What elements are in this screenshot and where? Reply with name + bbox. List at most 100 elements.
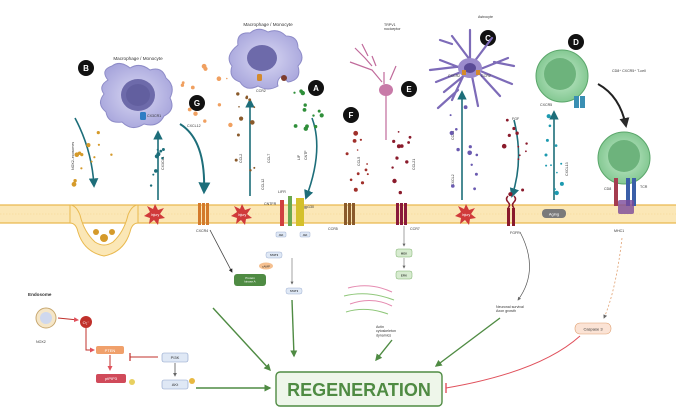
ligand-label: CCL21 xyxy=(412,159,416,170)
ligand-dot xyxy=(77,151,82,155)
injury-label: Injury xyxy=(462,213,471,217)
ligand-dot xyxy=(463,105,468,110)
nox2-label: NOX2 xyxy=(36,340,46,344)
svg-text:CCR5: CCR5 xyxy=(328,227,338,231)
ligand-dot xyxy=(545,138,549,142)
ligand-dot xyxy=(554,188,556,190)
ligand-dot xyxy=(456,147,460,152)
ligand-dot xyxy=(157,137,161,140)
tcell-lower: CD8 TCR MHC1 xyxy=(597,83,651,233)
ligand-dot xyxy=(156,148,159,151)
ligand-dot xyxy=(312,114,315,117)
ligand-dot xyxy=(455,128,458,131)
injury-star: Injury xyxy=(455,204,476,225)
ligand-dot xyxy=(366,163,368,165)
ligand-dot xyxy=(545,164,548,167)
ligand-dot xyxy=(559,181,564,186)
ligand-dot xyxy=(398,190,402,195)
regeneration-arrows xyxy=(196,299,581,393)
ligand-dot xyxy=(86,143,91,148)
svg-text:LIFR: LIFR xyxy=(278,190,286,194)
cxcr4-receptor: CXCR4 xyxy=(196,203,209,233)
receptor-label: CCR2 xyxy=(256,89,266,93)
svg-text:JAK: JAK xyxy=(303,233,308,237)
ligand-dot xyxy=(97,143,100,146)
ligand-dot xyxy=(356,149,359,151)
ligand-dot xyxy=(408,135,412,139)
ligand-label: CCL3 xyxy=(451,131,455,140)
svg-text:ERK: ERK xyxy=(401,274,407,278)
ligand-dot xyxy=(392,139,396,143)
ligand-dots xyxy=(71,63,564,197)
ligand-labels: NOX2–exosomes CX3CL1 CXCL12 CCL2 CCL7 CC… xyxy=(71,117,569,190)
ligand-label: CX3CL1 xyxy=(161,156,165,170)
panel-letters: B G A F E C D xyxy=(78,30,584,123)
ligand-dot xyxy=(396,144,401,149)
ligand-dot xyxy=(159,149,163,153)
ligand-dot xyxy=(397,131,400,133)
ligand-dot xyxy=(474,172,478,176)
ligand-dot xyxy=(71,181,77,187)
ligand-dot xyxy=(473,187,476,191)
regeneration-label: REGENERATION xyxy=(287,380,431,400)
membrane-receptors: CXCR4 CNTFR LIFR gp130 CCR5 CCR7 FGFR xyxy=(196,190,520,235)
tcell-top: CXCR5 CD8⁺ CXCR5⁺ T-cell xyxy=(535,49,646,108)
injury-star: Injury xyxy=(144,204,165,225)
ligand-label: LIF xyxy=(297,154,301,160)
ligand-dot xyxy=(501,143,507,149)
ligand-dot xyxy=(405,160,409,164)
ligand-dot xyxy=(193,111,198,116)
ligand-dot xyxy=(149,184,153,187)
ligand-dot xyxy=(217,103,222,107)
ligand-dot xyxy=(508,192,513,197)
ligand-dot xyxy=(517,145,520,148)
panel-label: G xyxy=(194,99,200,108)
ligand-label: CCL7 xyxy=(267,154,271,163)
svg-text:FGFR: FGFR xyxy=(510,231,520,235)
ligand-dot xyxy=(395,156,398,159)
ligand-dot xyxy=(554,144,558,147)
ligand-dot xyxy=(226,77,228,80)
receptor-label: TCR xyxy=(640,185,648,189)
ligand-dot xyxy=(550,164,552,167)
ccr7-receptor: CCR7 xyxy=(396,203,420,231)
ligand-dot xyxy=(303,103,307,107)
cell-membrane xyxy=(0,204,676,257)
panel-label: C xyxy=(485,34,491,43)
ligand-label: NOX2–exosomes xyxy=(71,142,75,170)
ligand-dot xyxy=(190,85,195,90)
akt-box: AKt xyxy=(172,382,179,387)
ligand-dot xyxy=(407,141,410,144)
ligand-dot xyxy=(359,138,362,141)
ligand-label: CXCL2 xyxy=(451,174,455,186)
pi3k-box: PI3K xyxy=(171,355,180,360)
ligand-dot xyxy=(161,148,165,151)
fgfr-receptor: FGFR xyxy=(505,195,520,235)
ligand-dot xyxy=(468,145,472,149)
receptor-label: CXCR2 xyxy=(448,74,460,78)
ligand-dot xyxy=(228,122,233,128)
panel-label: B xyxy=(83,64,89,73)
ligand-dot xyxy=(521,188,525,192)
actin-filaments xyxy=(343,285,395,315)
ligand-dot xyxy=(353,130,359,136)
ligand-dot xyxy=(236,92,240,96)
ligand-dot xyxy=(180,83,185,87)
ligand-dot xyxy=(451,184,455,188)
ligand-dot xyxy=(253,106,256,109)
panel-label: A xyxy=(313,84,319,93)
ligand-dot xyxy=(515,131,519,135)
ligand-label: CCL5 xyxy=(357,157,361,166)
svg-text:STAT3: STAT3 xyxy=(270,253,279,257)
ligand-dot xyxy=(236,133,240,137)
ligand-dot xyxy=(80,167,83,170)
ligand-dot xyxy=(154,169,158,173)
ligand-dot xyxy=(96,131,100,135)
ligand-dot xyxy=(525,142,528,145)
ligand-dot xyxy=(391,166,394,169)
injury-label: Injury xyxy=(238,213,247,217)
svg-text:O₂⁻: O₂⁻ xyxy=(83,320,90,325)
